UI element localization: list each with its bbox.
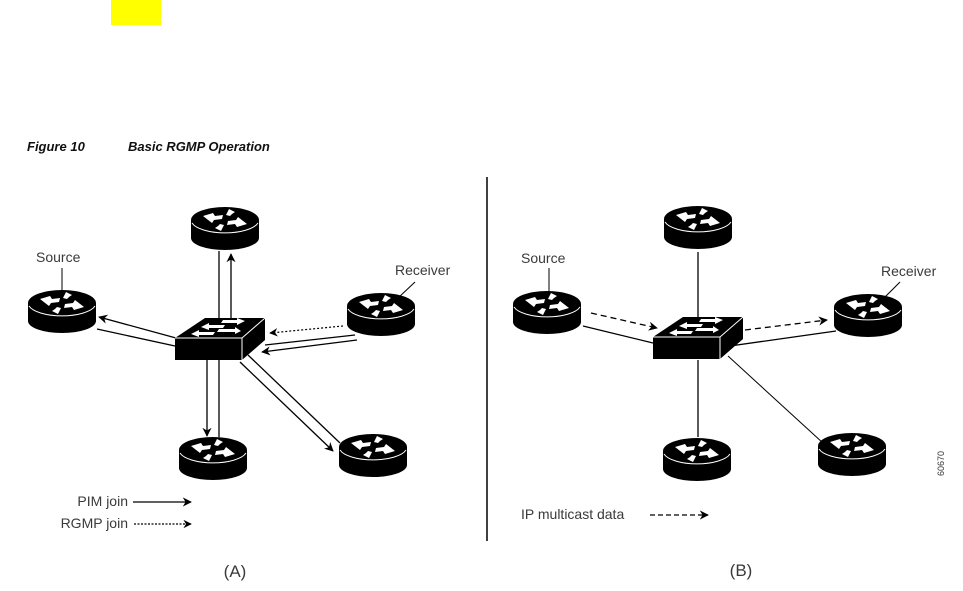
rgmp-join-arrow-receiver xyxy=(270,326,343,333)
router-b-bottom-right xyxy=(818,433,886,476)
panel-b: Source Receiver IP multicast data (B) xyxy=(513,206,937,580)
router-b-source xyxy=(513,291,581,334)
figure-id-code: 60670 xyxy=(936,451,946,476)
router-a-top xyxy=(191,207,259,250)
legend-rgmp-join-label: RGMP join xyxy=(61,515,128,531)
receiver-a-callout xyxy=(398,282,415,298)
router-b-receiver xyxy=(834,294,902,337)
router-a-receiver xyxy=(347,293,415,336)
link-a-switch-source xyxy=(97,329,175,346)
receiver-a-label: Receiver xyxy=(395,262,451,278)
panel-a-label: (A) xyxy=(224,562,247,581)
legend-multicast-data-label: IP multicast data xyxy=(521,506,624,522)
receiver-b-callout xyxy=(884,282,900,298)
pim-join-arrow-receiver xyxy=(262,340,357,352)
receiver-b-label: Receiver xyxy=(881,263,937,279)
panel-a: Source Receiver PIM join RGMP join (A) xyxy=(28,207,451,581)
router-b-bottom xyxy=(663,438,731,481)
link-b-switch-source xyxy=(583,326,653,343)
router-a-bottom xyxy=(179,437,247,480)
link-b-switch-bottom-right xyxy=(728,356,823,443)
link-a-switch-bottom-right xyxy=(248,355,340,443)
legend-pim-join-label: PIM join xyxy=(77,493,128,509)
pim-join-arrow-bottom-right xyxy=(240,362,333,451)
panel-b-label: (B) xyxy=(730,561,753,580)
source-a-label: Source xyxy=(36,249,81,265)
link-a-switch-receiver xyxy=(265,335,355,345)
switch-b xyxy=(653,317,743,359)
multicast-data-arrow-out xyxy=(745,320,827,330)
source-b-label: Source xyxy=(521,250,566,266)
router-b-top xyxy=(664,206,732,249)
switch-a xyxy=(175,318,265,360)
pim-join-arrow-source xyxy=(99,317,176,338)
multicast-data-arrow-in xyxy=(591,313,657,328)
router-a-source xyxy=(28,290,96,333)
router-a-bottom-right xyxy=(339,434,407,477)
